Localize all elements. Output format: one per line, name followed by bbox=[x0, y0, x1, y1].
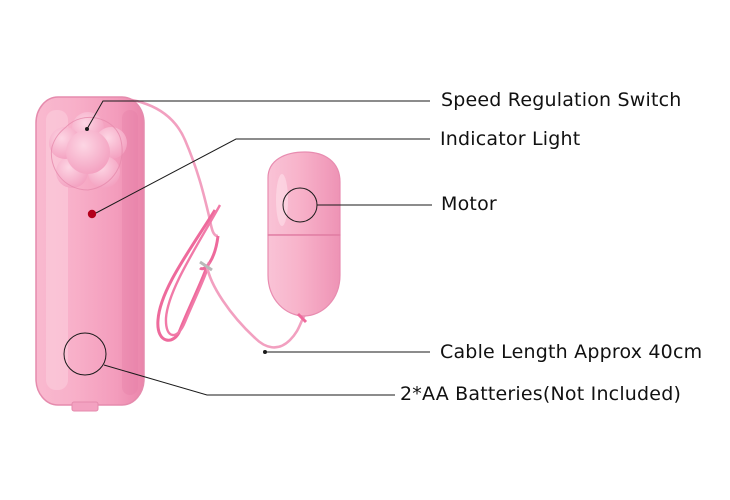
speed-dial bbox=[49, 112, 127, 191]
controller-clip bbox=[71, 401, 99, 412]
indicator-light-label: Indicator Light bbox=[440, 128, 581, 150]
speed-switch-label: Speed Regulation Switch bbox=[441, 89, 682, 111]
batteries-label: 2*AA Batteries(Not Included) bbox=[400, 383, 682, 405]
cable-length-label: Cable Length Approx 40cm bbox=[440, 341, 703, 363]
motor-label: Motor bbox=[441, 193, 497, 215]
indicator-light-leader bbox=[95, 138, 430, 214]
indicator-dot bbox=[87, 209, 97, 219]
battery-callout-circle bbox=[63, 332, 107, 376]
speed-switch-leader bbox=[86, 100, 430, 130]
batteries-leader bbox=[103, 364, 395, 396]
egg-motor bbox=[267, 151, 341, 324]
cable bbox=[87, 97, 307, 349]
controller bbox=[35, 96, 145, 412]
leader-lines bbox=[86, 100, 432, 396]
